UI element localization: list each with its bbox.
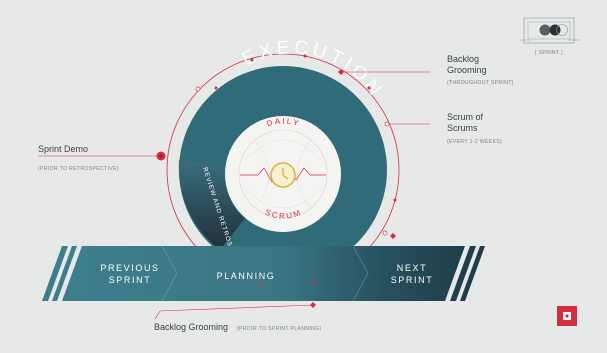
previous-sprint-line2: SPRINT [109,275,152,285]
sprint-legend-icon [520,17,580,44]
ring-marker [338,69,344,75]
scrum-of-scrums-subtitle: (EVERY 1-2 WEEKS) [447,139,502,145]
ring-marker [258,282,262,286]
clock-icon [270,162,296,188]
ring-marker-white [195,86,201,92]
ring-marker [303,54,307,58]
ring-marker [367,86,371,90]
leader-lines [38,71,430,320]
sprint-demo-title: Sprint Demo [38,144,88,154]
daily-scrum-inner-ring [238,129,328,219]
planning-label: PLANNING [217,271,276,281]
daily-label: DAILY [266,116,302,128]
bottom-grooming-leader [154,304,314,320]
backlog-grooming-bottom-subtitle: (PRIOR TO SPRINT PLANNING) [237,326,321,332]
backlog-grooming-title-line1: Backlog [447,54,479,64]
next-sprint-line2: SPRINT [391,275,434,285]
ring-markers [214,54,397,308]
sprint-demo-subtitle: (PRIOR TO RETROSPECTIVE) [38,166,119,172]
ring-marker [390,233,396,239]
backlog-grooming-bottom-title: Backlog Grooming [154,322,228,332]
scrum-of-scrums-title-line2: Scrums [447,123,478,133]
backlog-grooming-title-line2: Grooming [447,65,487,75]
ring-marker-white [384,121,390,127]
previous-sprint-line1: PREVIOUS [100,263,159,273]
sprint-legend-label: [ SPRINT ] [535,50,563,56]
brand-logo-icon [557,306,577,326]
ring-marker [214,86,218,90]
ring-marker-white [382,230,388,236]
ring-marker [312,280,316,284]
sprint-legend: [ SPRINT ] [520,17,580,56]
daily-scrum-pattern [244,139,322,209]
ring-marker [250,58,254,62]
scrum-label: SCRUM [264,208,304,221]
ring-marker [393,198,397,202]
backlog-grooming-subtitle: (THROUGHOUT SPRINT) [447,80,514,86]
sprint-demo-marker-core [159,154,163,158]
sprint-timeline-band [42,245,485,302]
scrum-of-scrums-title-line1: Scrum of [447,112,484,122]
next-sprint-line1: NEXT [397,263,427,273]
